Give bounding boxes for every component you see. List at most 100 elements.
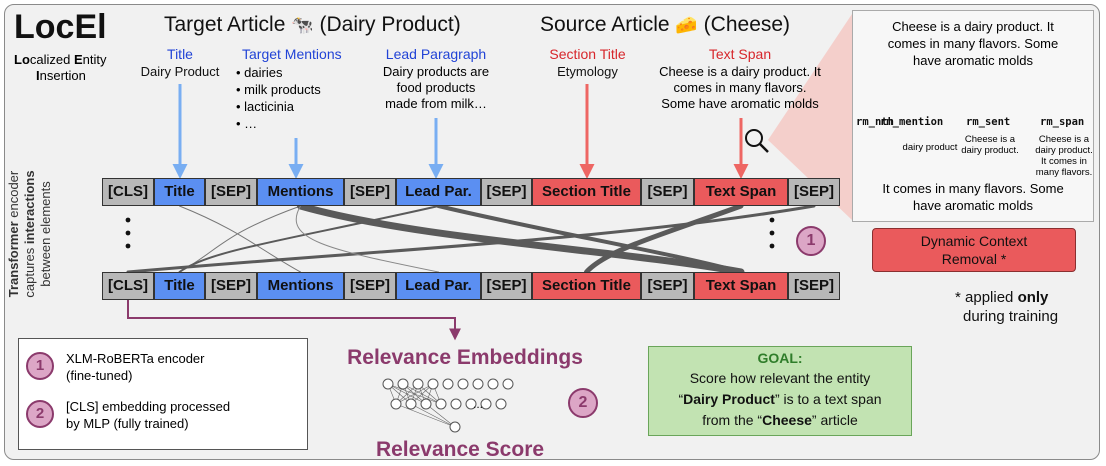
token-5: Lead Par. (396, 272, 481, 300)
text-span-label: Text Span (708, 46, 772, 62)
mention-item: • dairies (236, 65, 283, 80)
legend-text-line: [CLS] embedding processed (66, 399, 231, 414)
ellipsis-dot (769, 243, 775, 249)
legend-marker-1: 1 (26, 352, 54, 380)
legend-text-1: XLM-RoBERTa encoder (fine-tuned) (66, 350, 205, 384)
magnifier-icon (745, 129, 763, 147)
dynamic-box-line: Dynamic Context (920, 233, 1028, 249)
note-bold: only (1017, 289, 1049, 306)
zoom-cone (768, 14, 852, 220)
mlp-node (450, 398, 462, 410)
token-7: Section Title (532, 272, 641, 300)
token-2: [SEP] (205, 178, 257, 206)
training-note-line1: * applied only (955, 289, 1048, 306)
mention-item: • lacticinia (236, 99, 295, 114)
zoom-panel (852, 10, 1094, 222)
lead-line: Dairy products are (382, 64, 490, 79)
goal-box (648, 346, 912, 436)
token-0: [CLS] (102, 178, 154, 206)
marker-1: 1 (796, 226, 826, 256)
mlp-node (495, 398, 507, 410)
mlp-node (502, 378, 514, 390)
dynamic-box-line: Removal * (941, 251, 1007, 267)
caption-part: captures (22, 244, 37, 298)
zoom-top-line: comes in many flavors. Some (887, 36, 1059, 51)
marker-2: 2 (568, 388, 598, 418)
goal-line3-part: Cheese (762, 412, 812, 428)
source-article-prefix: Source Article (540, 13, 670, 36)
target-article-prefix: Target Article (164, 13, 286, 36)
lead-label: Lead Paragraph (385, 46, 487, 62)
mlp-edge (425, 403, 456, 428)
mlp-node (487, 378, 499, 390)
mlp-edge (395, 403, 456, 428)
mlp-ellipsis: ... (473, 397, 484, 411)
interaction-line (297, 202, 745, 276)
logo-title: LocEl (14, 8, 107, 46)
mlp-node (427, 378, 439, 390)
mlp-output-node (449, 421, 461, 433)
span-line: Cheese is a dairy product. It (659, 64, 821, 79)
mention-item: • milk products (236, 82, 321, 97)
removal-result-line: Cheese is a (964, 134, 1016, 145)
token-3: Mentions (257, 272, 344, 300)
legend-text-line: XLM-RoBERTa encoder (66, 351, 205, 366)
mlp-edge (410, 403, 456, 428)
removal-result-line: Cheese is a (1038, 134, 1090, 145)
caption-line: between elements (38, 154, 54, 314)
interaction-line (179, 205, 301, 273)
token-6: [SEP] (481, 178, 532, 206)
mlp-node (457, 378, 469, 390)
goal-line2-part: “ (678, 391, 684, 407)
title-value: Dairy Product (140, 64, 220, 79)
interaction-line (295, 205, 439, 273)
interaction-line (178, 205, 440, 273)
caption-part: encoder (6, 170, 21, 222)
training-note-line2: during training (963, 308, 1059, 325)
caption-part: Transformer (6, 221, 21, 298)
legend-text-line: (fine-tuned) (66, 368, 133, 383)
mentions-label: Target Mentions (242, 46, 342, 62)
note-prefix: * applied (955, 289, 1018, 306)
logo-word: calized (29, 52, 74, 67)
goal-line3: from the “Cheese” article (648, 412, 912, 428)
interaction-line (126, 204, 816, 274)
token-2: [SEP] (205, 272, 257, 300)
goal-line3-part: ” article (811, 412, 858, 428)
goal-line2-part: Dairy Product (683, 391, 775, 407)
goal-title: GOAL: (757, 350, 803, 366)
target-article-suffix: (Dairy Product) (319, 13, 461, 36)
token-1: Title (154, 178, 205, 206)
token-8: [SEP] (641, 272, 694, 300)
legend-marker-2: 2 (26, 400, 54, 428)
token-5: Lead Par. (396, 178, 481, 206)
token-9: Text Span (694, 272, 788, 300)
ellipsis-dot (125, 230, 131, 236)
mlp-node (397, 378, 409, 390)
interaction-line (584, 203, 744, 275)
ellipsis-dot (125, 217, 131, 223)
strategy-rm_sent: rm_sent (966, 116, 1011, 128)
removal-result-line: dairy product. (1035, 145, 1093, 156)
interaction-line (436, 204, 743, 274)
span-line: comes in many flavors. (673, 80, 807, 95)
strategy-rm_span: rm_span (1040, 116, 1085, 128)
token-4: [SEP] (344, 272, 396, 300)
token-7: Section Title (532, 178, 641, 206)
mlp-edge (395, 383, 434, 405)
zoom-bottom-line: It comes in many flavors. Some (882, 181, 1064, 196)
title-label: Title (167, 46, 193, 62)
mlp-node (472, 378, 484, 390)
legend-text-line: by MLP (fully trained) (66, 416, 189, 431)
logo-word: nsertion (39, 68, 86, 83)
mlp-node (420, 398, 432, 410)
token-0: [CLS] (102, 272, 154, 300)
logo-initial: I (36, 68, 40, 83)
